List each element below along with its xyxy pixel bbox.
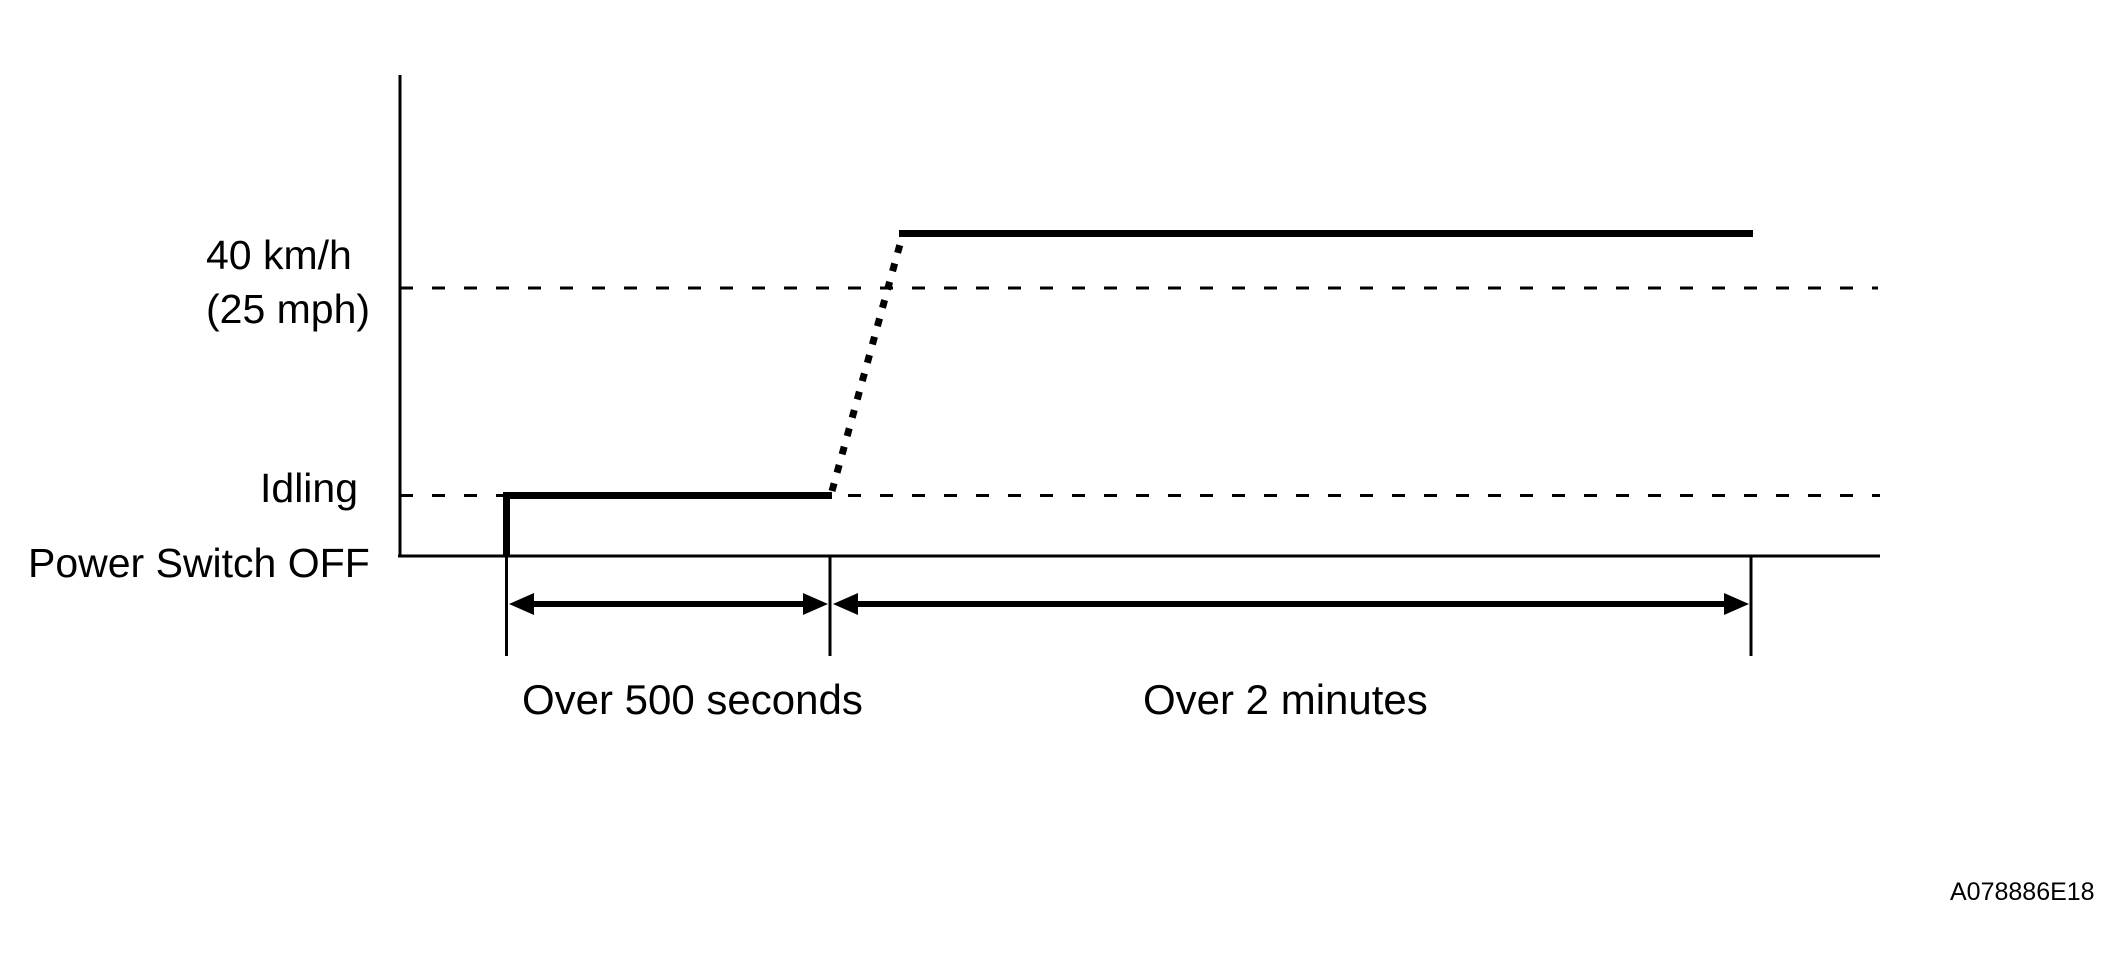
interval-arrow-2-right-head-icon xyxy=(1724,593,1749,615)
y-label-40kmh: 40 km/h xyxy=(206,232,352,278)
interval-arrow-1-left-head-icon xyxy=(509,593,534,615)
speed-profile-acceleration-dotted-segment xyxy=(828,236,906,492)
speed-profile-idle-segment xyxy=(503,492,832,557)
y-label-power-switch-off: Power Switch OFF xyxy=(28,540,370,586)
y-label-25mph: (25 mph) xyxy=(206,286,371,332)
interval-arrow-2-left-head-icon xyxy=(833,593,858,615)
interval-arrow-over-500-seconds xyxy=(509,593,828,615)
figure-code: A078886E18 xyxy=(1950,878,2095,906)
interval-arrow-1-right-head-icon xyxy=(803,593,828,615)
interval-label-over-500-seconds: Over 500 seconds xyxy=(522,676,863,723)
interval-label-over-2-minutes: Over 2 minutes xyxy=(1143,676,1428,723)
y-label-idling: Idling xyxy=(260,465,359,511)
interval-arrow-over-2-minutes xyxy=(833,593,1749,615)
y-label-40kmh-block: 40 km/h (25 mph) xyxy=(206,228,370,336)
